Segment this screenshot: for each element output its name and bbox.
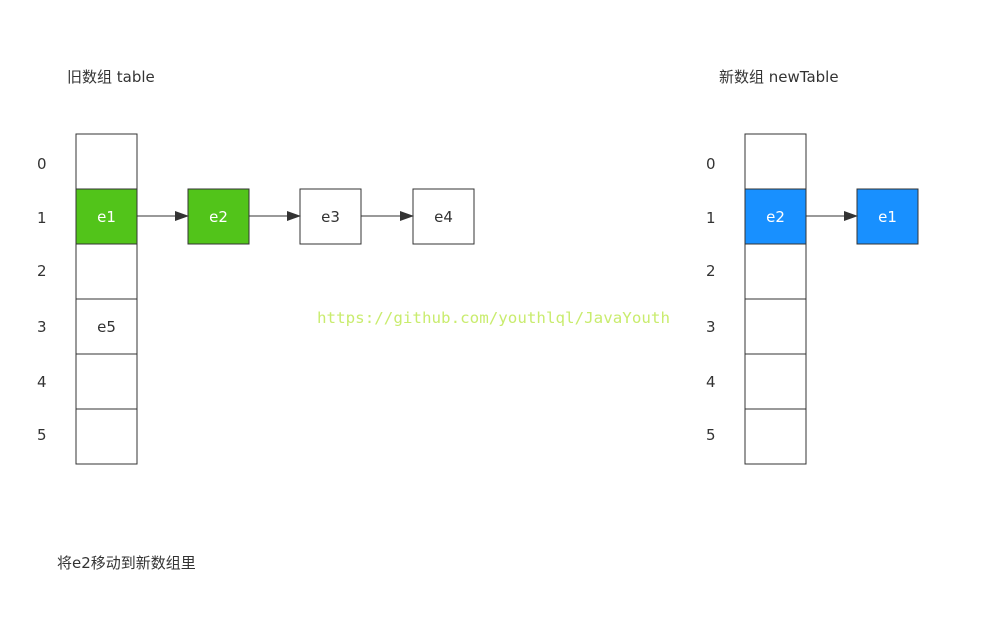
caption: 将e2移动到新数组里 [57, 554, 196, 572]
old-index-4: 4 [37, 373, 47, 391]
new-chain-node-e1-label: e1 [878, 208, 897, 226]
old-index-1: 1 [37, 209, 47, 227]
new-index-4: 4 [706, 373, 716, 391]
old-chain-node-e2-label: e2 [209, 208, 228, 226]
new-index-3: 3 [706, 318, 716, 336]
new-slot-1-label: e2 [766, 208, 785, 226]
old-slot-1 [75, 188, 138, 245]
new-index-2: 2 [706, 262, 716, 280]
old-slot-3-label: e5 [97, 318, 116, 336]
old-slot-2 [75, 243, 138, 300]
old-index-5: 5 [37, 426, 47, 444]
old-index-3: 3 [37, 318, 47, 336]
old-chain-node-e4-label: e4 [434, 208, 453, 226]
new-array-title: 新数组 newTable [719, 68, 839, 86]
new-slot-4 [744, 353, 807, 410]
old-index-0: 0 [37, 155, 47, 173]
new-index-1: 1 [706, 209, 716, 227]
old-slot-5 [75, 408, 138, 465]
old-array: 0 1 2 3 4 5 e1 e5 e2 e3 e4 [37, 133, 475, 465]
new-index-0: 0 [706, 155, 716, 173]
new-array: 0 1 2 3 4 5 e2 e1 [706, 133, 919, 465]
old-array-title: 旧数组 table [67, 68, 155, 86]
old-slot-0 [75, 133, 138, 190]
old-slot-4 [75, 353, 138, 410]
old-index-2: 2 [37, 262, 47, 280]
old-chain-node-e2 [187, 188, 250, 245]
new-slot-0 [744, 133, 807, 190]
new-slot-2 [744, 243, 807, 300]
watermark-url: https://github.com/youthlql/JavaYouth [317, 309, 670, 327]
old-chain-node-e3-label: e3 [321, 208, 340, 226]
new-index-5: 5 [706, 426, 716, 444]
new-chain-node-e1 [856, 188, 919, 245]
new-slot-3 [744, 298, 807, 355]
old-slot-3 [75, 298, 138, 355]
old-slot-1-label: e1 [97, 208, 116, 226]
new-slot-5 [744, 408, 807, 465]
old-chain-node-e4 [412, 188, 475, 245]
